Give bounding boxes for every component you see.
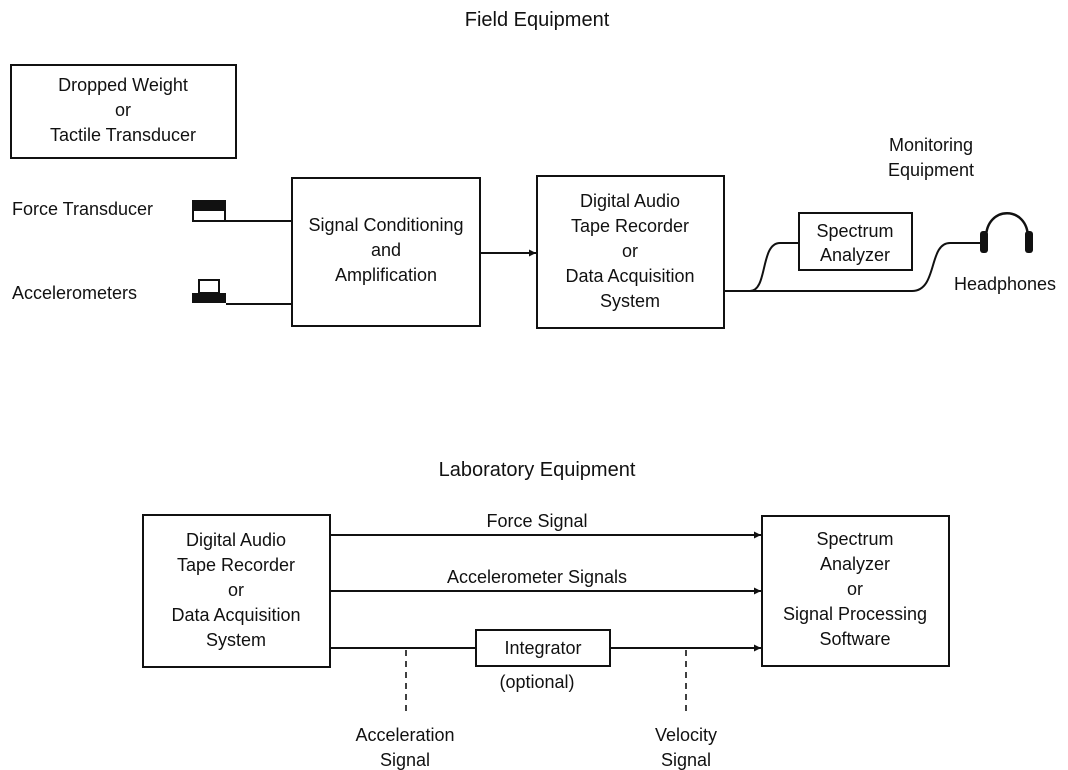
conditioning-line-1: Signal Conditioning bbox=[308, 215, 463, 235]
field-recorder-line-4: Data Acquisition bbox=[565, 266, 694, 286]
lab-recorder-line-1: Digital Audio bbox=[186, 530, 286, 550]
monitoring-spectrum-analyzer-box: Spectrum Analyzer bbox=[798, 212, 913, 271]
headphones-icon bbox=[980, 212, 1033, 253]
optional-label: (optional) bbox=[499, 672, 574, 692]
field-recorder-line-2: Tape Recorder bbox=[571, 216, 689, 236]
source-box-line-3: Tactile Transducer bbox=[50, 125, 196, 145]
lab-analyzer-line-4: Signal Processing bbox=[783, 604, 927, 624]
lab-analyzer-line-5: Software bbox=[819, 629, 890, 649]
integrator-label: Integrator bbox=[504, 638, 581, 658]
monitoring-label-line-2: Equipment bbox=[888, 160, 974, 180]
lab-analyzer-box: Spectrum Analyzer or Signal Processing S… bbox=[761, 515, 950, 667]
field-title: Field Equipment bbox=[465, 9, 610, 31]
lab-recorder-line-2: Tape Recorder bbox=[177, 555, 295, 575]
source-box-line-1: Dropped Weight bbox=[58, 75, 188, 95]
cable-to-headphones bbox=[724, 242, 980, 292]
lab-recorder-line-3: or bbox=[228, 580, 244, 600]
headphones-label: Headphones bbox=[954, 274, 1056, 294]
acceleration-label-line-2: Signal bbox=[380, 750, 430, 770]
lab-recorder-line-4: Data Acquisition bbox=[171, 605, 300, 625]
field-recorder-box: Digital Audio Tape Recorder or Data Acqu… bbox=[536, 175, 725, 329]
accelerometers-label: Accelerometers bbox=[12, 283, 137, 303]
force-transducer-label: Force Transducer bbox=[12, 199, 153, 219]
lab-analyzer-line-1: Spectrum bbox=[816, 529, 893, 549]
field-recorder-line-3: or bbox=[622, 241, 638, 261]
velocity-label-line-2: Signal bbox=[661, 750, 711, 770]
acceleration-label-line-1: Acceleration bbox=[355, 725, 454, 745]
source-box-line-2: or bbox=[115, 100, 131, 120]
lab-title: Laboratory Equipment bbox=[439, 459, 636, 481]
integrator-box: Integrator bbox=[475, 629, 611, 667]
force-transducer-icon bbox=[192, 200, 226, 222]
source-box: Dropped Weight or Tactile Transducer bbox=[10, 64, 237, 159]
lab-analyzer-line-2: Analyzer bbox=[820, 554, 890, 574]
conditioning-line-3: Amplification bbox=[335, 265, 437, 285]
accelerometer-icon bbox=[192, 279, 226, 303]
lab-recorder-line-5: System bbox=[206, 630, 266, 650]
conditioning-line-2: and bbox=[371, 240, 401, 260]
field-recorder-line-5: System bbox=[600, 291, 660, 311]
velocity-label-line-1: Velocity bbox=[655, 725, 717, 745]
monitoring-spectrum-line-1: Spectrum bbox=[816, 221, 893, 241]
cable-to-spectrum-analyzer bbox=[724, 242, 799, 292]
signal-conditioning-box: Signal Conditioning and Amplification bbox=[291, 177, 481, 327]
field-recorder-line-1: Digital Audio bbox=[580, 191, 680, 211]
monitoring-label-line-1: Monitoring bbox=[889, 135, 973, 155]
lab-recorder-box: Digital Audio Tape Recorder or Data Acqu… bbox=[142, 514, 331, 668]
monitoring-spectrum-line-2: Analyzer bbox=[820, 245, 890, 265]
force-signal-label: Force Signal bbox=[486, 511, 587, 531]
lab-analyzer-line-3: or bbox=[847, 579, 863, 599]
accelerometer-signals-label: Accelerometer Signals bbox=[447, 567, 627, 587]
